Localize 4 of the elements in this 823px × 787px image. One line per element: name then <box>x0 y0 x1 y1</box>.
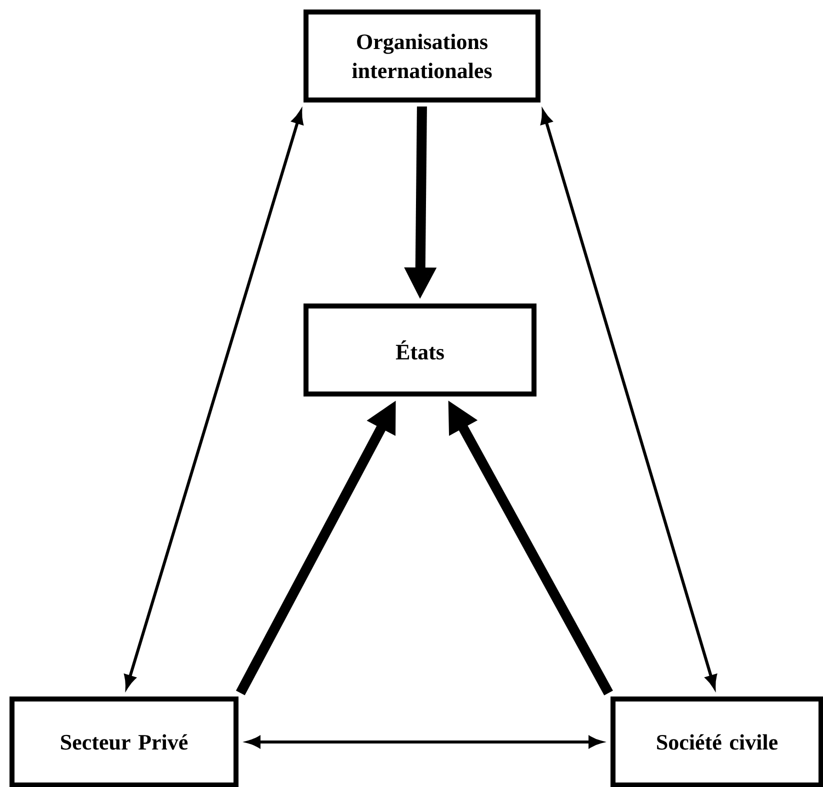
text-box: Organisations internationales <box>304 10 540 102</box>
text-box: États <box>304 304 536 396</box>
text-box: Secteur Privé <box>10 696 238 787</box>
text-box: Société civile <box>610 696 823 787</box>
